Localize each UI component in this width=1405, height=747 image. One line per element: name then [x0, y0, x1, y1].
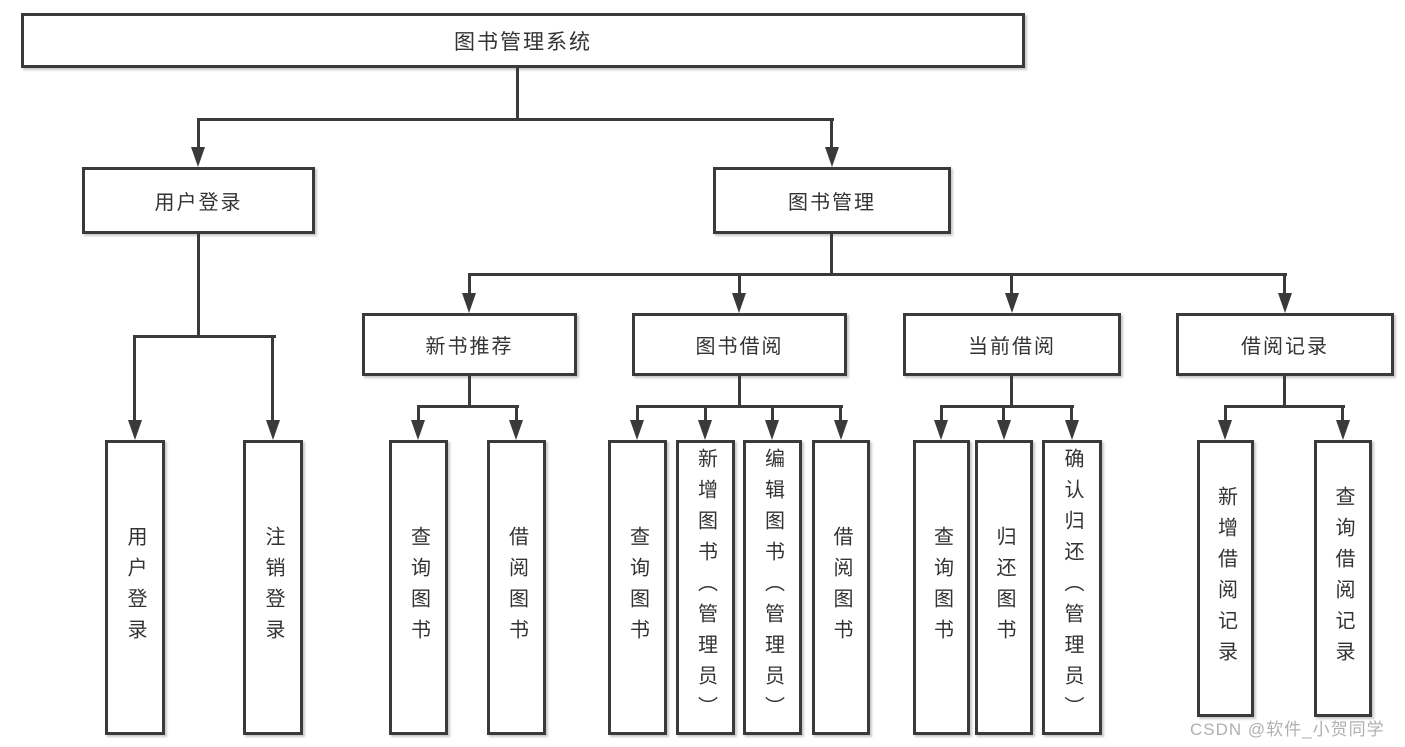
arrow-down-icon: [509, 420, 523, 440]
connector-line: [704, 405, 707, 422]
leaf-borrowing-edit-books-admin: 编辑图书（管理员）: [743, 440, 802, 735]
connector-line: [468, 273, 471, 295]
leaf-user-login: 用户登录: [105, 440, 165, 735]
arrow-down-icon: [765, 420, 779, 440]
node-label: 图书管理系统: [454, 30, 592, 54]
node-current-borrowing: 当前借阅: [903, 313, 1121, 376]
arrow-down-icon: [462, 293, 476, 313]
node-borrow-records: 借阅记录: [1176, 313, 1394, 376]
leaf-borrowing-query-books: 查询图书: [608, 440, 667, 735]
leaf-recommend-borrow-books: 借阅图书: [487, 440, 546, 735]
node-book-management: 图书管理: [713, 167, 951, 234]
connector-line: [1010, 273, 1013, 295]
arrow-down-icon: [698, 420, 712, 440]
connector-line: [1283, 376, 1286, 407]
node-label: 用户登录: [154, 192, 243, 214]
node-label: 编辑图书（管理员）: [761, 448, 784, 727]
connector-line: [771, 405, 774, 422]
connector-line: [516, 68, 519, 120]
arrow-down-icon: [825, 147, 839, 167]
node-label: 查询图书: [407, 525, 430, 650]
node-label: 注销登录: [262, 525, 284, 650]
connector-line: [830, 118, 833, 149]
node-label: 当前借阅: [968, 336, 1056, 358]
connector-line: [940, 405, 1074, 408]
node-label: 借阅图书: [505, 525, 528, 650]
arrow-down-icon: [997, 420, 1011, 440]
node-new-book-recommend: 新书推荐: [362, 313, 577, 376]
arrow-down-icon: [934, 420, 948, 440]
connector-line: [1002, 405, 1005, 422]
connector-line: [515, 405, 518, 422]
connector-line: [197, 234, 200, 337]
connector-line: [1010, 376, 1013, 407]
node-label: 查询图书: [626, 525, 649, 650]
node-label: 借阅图书: [830, 525, 852, 650]
csdn-watermark: CSDN @软件_小贺同学: [1190, 720, 1385, 739]
node-label: 用户登录: [124, 525, 146, 650]
leaf-current-query-books: 查询图书: [913, 440, 970, 735]
connector-line: [468, 376, 471, 407]
connector-line: [940, 405, 943, 422]
leaf-records-add-record: 新增借阅记录: [1197, 440, 1254, 717]
arrow-down-icon: [411, 420, 425, 440]
leaf-current-confirm-return-admin: 确认归还（管理员）: [1042, 440, 1102, 735]
arrow-down-icon: [1278, 293, 1292, 313]
arrow-down-icon: [1005, 293, 1019, 313]
node-label: 确认归还（管理员）: [1061, 448, 1083, 727]
arrow-down-icon: [834, 420, 848, 440]
connector-line: [839, 405, 842, 422]
node-label: 图书借阅: [695, 336, 784, 358]
arrow-down-icon: [732, 293, 746, 313]
connector-line: [417, 405, 519, 408]
connector-line: [1070, 405, 1073, 422]
node-label: 新书推荐: [425, 336, 514, 358]
leaf-recommend-query-books: 查询图书: [389, 440, 448, 735]
connector-line: [738, 376, 741, 407]
arrow-down-icon: [266, 420, 280, 440]
leaf-borrowing-add-books-admin: 新增图书（管理员）: [676, 440, 735, 735]
node-label: 查询图书: [930, 525, 953, 650]
connector-line: [1341, 405, 1344, 422]
connector-line: [1283, 273, 1286, 295]
arrow-down-icon: [630, 420, 644, 440]
node-root-system: 图书管理系统: [21, 13, 1025, 68]
arrow-down-icon: [1065, 420, 1079, 440]
connector-line: [830, 234, 833, 276]
node-label: 新增图书（管理员）: [694, 448, 717, 727]
connector-line: [1224, 405, 1345, 408]
connector-line: [197, 118, 834, 121]
node-user-login: 用户登录: [82, 167, 315, 234]
node-label: 借阅记录: [1241, 336, 1329, 358]
connector-line: [133, 335, 136, 422]
connector-line: [271, 335, 274, 422]
leaf-records-query-record: 查询借阅记录: [1314, 440, 1372, 717]
connector-line: [133, 335, 276, 338]
connector-line: [738, 273, 741, 295]
arrow-down-icon: [1336, 420, 1350, 440]
connector-line: [636, 405, 639, 422]
arrow-down-icon: [128, 420, 142, 440]
connector-line: [468, 273, 1287, 276]
leaf-logout: 注销登录: [243, 440, 303, 735]
connector-line: [197, 118, 200, 149]
node-label: 新增借阅记录: [1214, 485, 1237, 672]
arrow-down-icon: [191, 147, 205, 167]
connector-line: [636, 405, 843, 408]
leaf-current-return-books: 归还图书: [975, 440, 1033, 735]
leaf-borrowing-borrow-books: 借阅图书: [812, 440, 870, 735]
connector-line: [1224, 405, 1227, 422]
node-label: 归还图书: [993, 525, 1015, 650]
node-label: 查询借阅记录: [1332, 485, 1354, 672]
connector-line: [417, 405, 420, 422]
arrow-down-icon: [1218, 420, 1232, 440]
node-label: 图书管理: [788, 192, 876, 214]
node-book-borrowing: 图书借阅: [632, 313, 847, 376]
